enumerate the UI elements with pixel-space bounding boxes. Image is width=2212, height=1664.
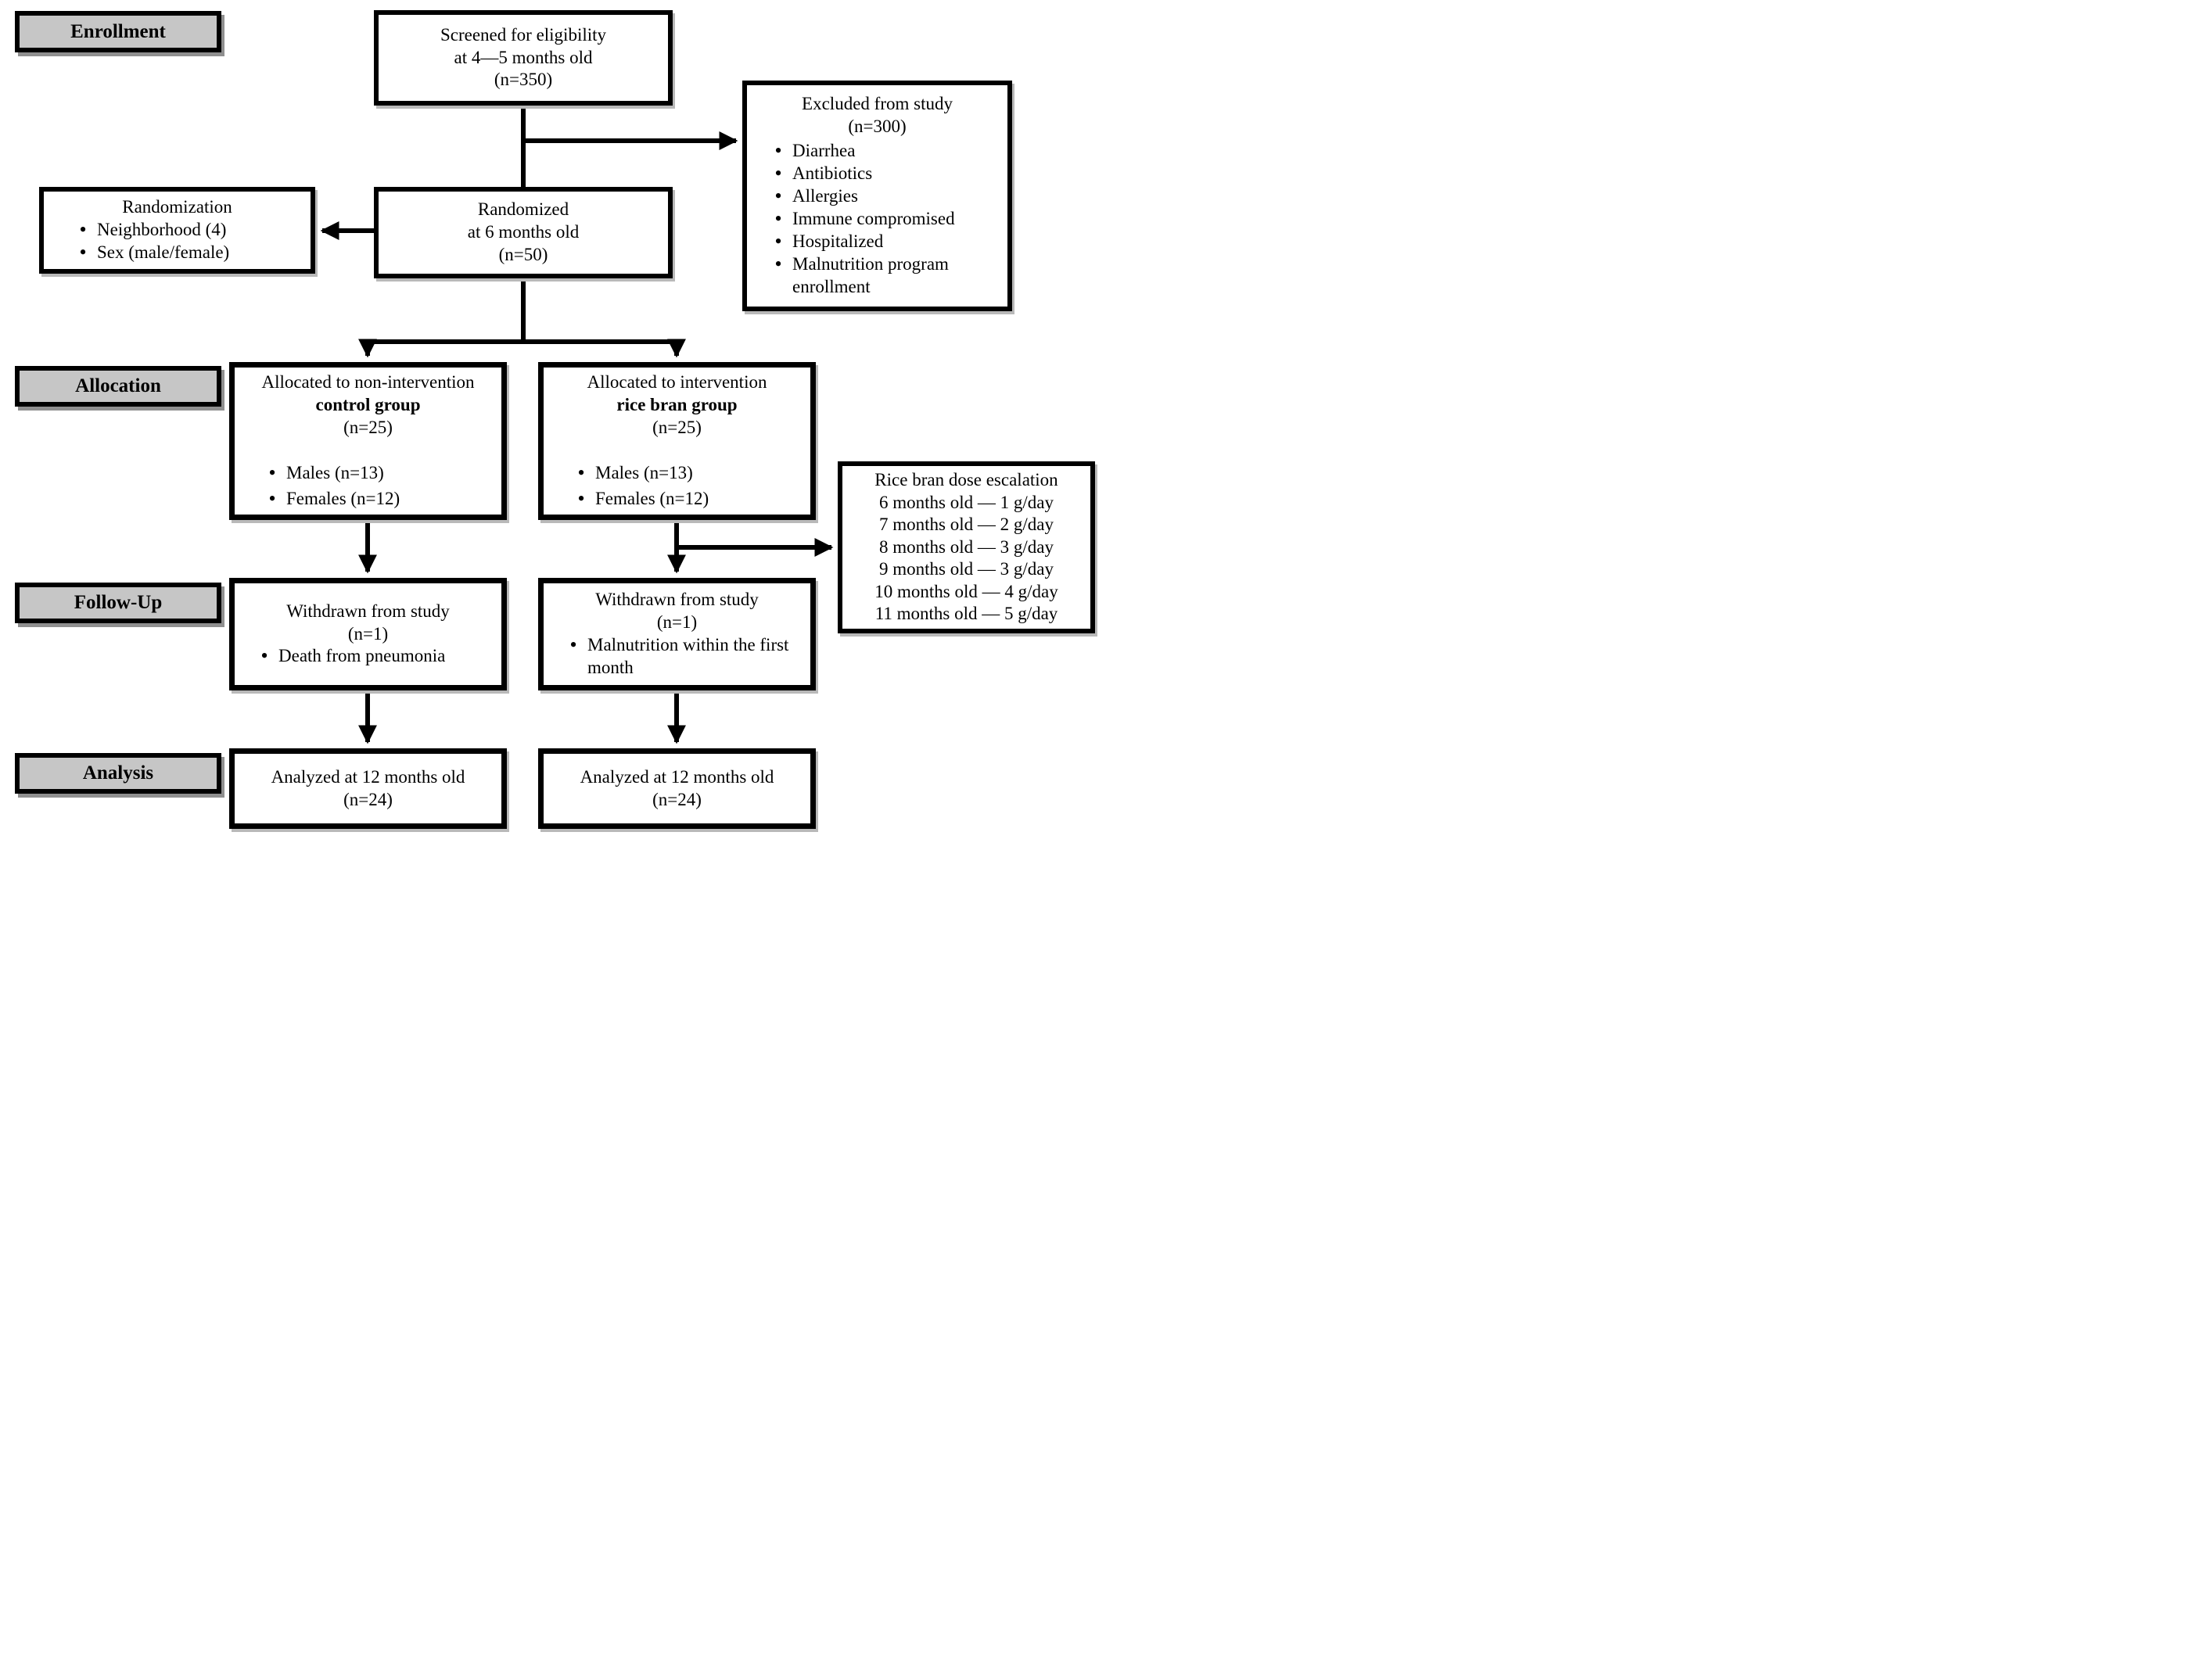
list-item-text: Antibiotics [792,163,873,184]
count-line: (n=300) [848,117,907,137]
list-item-text: Malnutrition program enrollment [792,253,949,296]
list-item-text: Males (n=13) [595,463,693,483]
text-line: Analyzed at 12 months old [580,766,774,787]
text-line: (n=350) [494,70,553,90]
text-line: at 6 months old [467,222,580,242]
bullet-icon: • [774,252,782,275]
text-line: Analyzed at 12 months old [271,766,465,787]
dose-line: 8 months old — 3 g/day [879,536,1054,557]
stage-label-text: Allocation [75,375,161,396]
box-dose-escalation: Rice bran dose escalation 6 months old —… [838,461,1095,633]
dose-line: 9 months old — 3 g/day [879,559,1054,579]
list-item-text: Allergies [792,186,858,206]
box-allocated-ricebran: Allocated to intervention rice bran grou… [538,362,816,520]
stage-label-text: Analysis [82,762,154,784]
list-item-text: Hospitalized [792,231,884,251]
box-title: Rice bran dose escalation [874,470,1058,490]
dose-line: 11 months old — 5 g/day [874,604,1058,624]
text-line: (n=50) [498,244,548,264]
dose-line: 7 months old — 2 g/day [879,515,1054,535]
bullet-icon: • [260,644,268,668]
text-line: Screened for eligibility [440,24,607,45]
list-item-text: Malnutrition within the first month [587,635,789,677]
text-line: Randomized [477,199,569,220]
text-line: at 4—5 months old [454,47,593,67]
list-item: • Diarrhea [764,139,1003,163]
list-item-text: Males (n=13) [286,463,384,483]
bullet-icon: • [569,633,577,656]
count-line: (n=1) [347,623,389,644]
stage-label-analysis: Analysis [15,753,221,794]
list-item: • Malnutrition program enrollment [764,253,1003,299]
stage-label-text: Follow-Up [74,592,163,613]
count-line: (n=24) [652,789,702,809]
list-item-text: Neighborhood (4) [97,220,227,240]
bullet-icon: • [268,487,276,511]
stage-label-text: Enrollment [70,20,166,42]
dose-line: 10 months old — 4 g/day [874,581,1058,601]
list-item-text: Females (n=12) [595,489,709,509]
box-title: Excluded from study [802,94,953,114]
box-randomization: Randomization • Neighborhood (4) • Sex (ma… [39,187,315,274]
dose-line: 6 months old — 1 g/day [879,492,1054,512]
bullet-icon: • [79,240,87,264]
list-item-text: Sex (male/female) [97,242,230,262]
box-excluded: Excluded from study (n=300) • Diarrhea • A… [742,81,1012,311]
exclusion-reason-list: • Diarrhea • Antibiotics • Allergies • Immun… [752,139,1003,299]
list-item: • Neighborhood (4) [69,218,306,242]
list-item: • Malnutrition within the first month [559,633,807,680]
box-title: Randomization [122,197,232,217]
list-item: • Death from pneumonia [250,645,498,668]
list-item: • Immune compromised [764,206,1003,231]
bullet-icon: • [79,218,87,242]
bullet-icon: • [774,139,782,163]
box-withdrawn-ricebran: Withdrawn from study (n=1) • Malnutrition… [538,578,816,690]
box-title: Withdrawn from study [595,590,759,610]
bullet-icon: • [268,461,276,485]
list-item: • Allergies [764,185,1003,208]
composition-list: • Males (n=13) • Females (n=12) [238,459,498,511]
box-randomized: Randomized at 6 months old (n=50) [374,187,673,278]
box-withdrawn-control: Withdrawn from study (n=1) • Death from p… [229,578,507,690]
box-analyzed-ricebran: Analyzed at 12 months old (n=24) [538,748,816,829]
list-item: • Hospitalized [764,229,1003,253]
bullet-icon: • [774,185,782,208]
text-line: Allocated to non-intervention [261,371,475,392]
box-title: Withdrawn from study [286,601,450,621]
withdrawal-reason-list: • Malnutrition within the first month [547,633,807,680]
bullet-icon: • [577,461,585,485]
stage-label-allocation: Allocation [15,366,221,407]
count-line: (n=24) [343,789,393,809]
consort-flow-diagram: Enrollment Screened for eligibility at 4… [0,0,1106,832]
list-item: • Antibiotics [764,162,1003,185]
stage-label-follow-up: Follow-Up [15,583,221,623]
stage-label-enrollment: Enrollment [15,11,221,52]
composition-list: • Males (n=13) • Females (n=12) [547,459,807,511]
randomization-factor-list: • Neighborhood (4) • Sex (male/female) [48,218,306,264]
list-item-text: Females (n=12) [286,489,400,509]
bullet-icon: • [774,206,782,230]
list-item: • Sex (male/female) [69,240,306,264]
list-item: • Males (n=13) [258,462,498,485]
text-line: Allocated to intervention [587,371,767,392]
list-item-text: Immune compromised [792,208,955,228]
group-name: control group [315,394,421,414]
list-item: • Males (n=13) [567,462,807,485]
list-item: • Females (n=12) [258,488,498,511]
flow-connectors [320,103,834,744]
count-line: (n=25) [343,417,393,437]
count-line: (n=25) [652,417,702,437]
bullet-icon: • [577,487,585,511]
list-item-text: Diarrhea [792,141,856,161]
bullet-icon: • [774,229,782,253]
bullet-icon: • [774,162,782,185]
withdrawal-reason-list: • Death from pneumonia [238,645,498,668]
list-item: • Females (n=12) [567,488,807,511]
box-analyzed-control: Analyzed at 12 months old (n=24) [229,748,507,829]
box-allocated-control: Allocated to non-intervention control gr… [229,362,507,520]
group-name: rice bran group [616,394,738,414]
list-item-text: Death from pneumonia [278,646,446,666]
box-screened: Screened for eligibility at 4—5 months o… [374,10,673,106]
count-line: (n=1) [656,612,698,633]
